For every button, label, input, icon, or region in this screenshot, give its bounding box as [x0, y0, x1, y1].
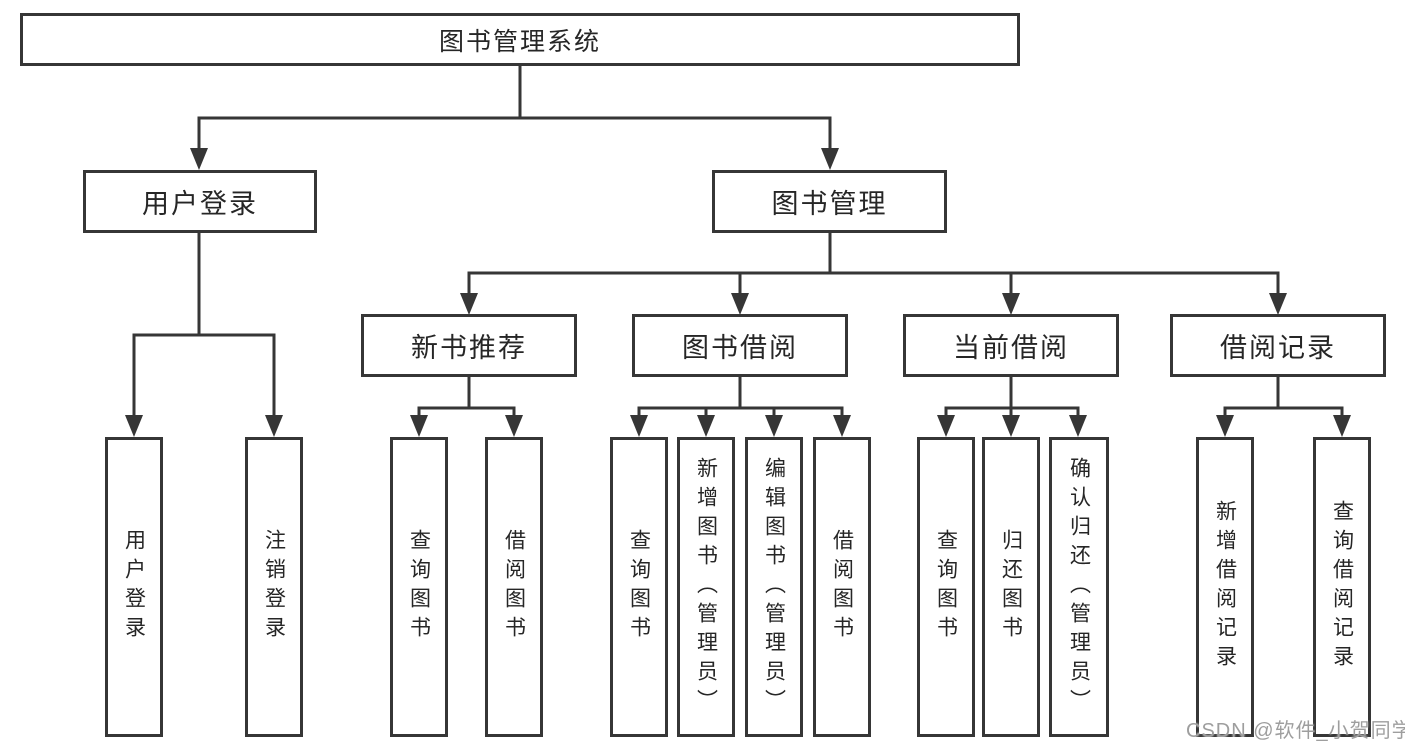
- node-label: 借阅记录: [1220, 333, 1336, 363]
- node-current-borrowing: 当前借阅: [903, 314, 1119, 377]
- leaf-label: 归还图书: [999, 529, 1023, 645]
- leaf-add-borrow-record: 新增借阅记录: [1196, 437, 1254, 737]
- node-book-management: 图书管理: [712, 170, 947, 233]
- leaf-label: 借阅图书: [502, 529, 526, 645]
- leaf-label: 确认归还（管理员）: [1067, 456, 1091, 718]
- leaf-query-books: 查询图书: [917, 437, 975, 737]
- leaf-edit-books-admin: 编辑图书（管理员）: [745, 437, 803, 737]
- leaf-label: 新增借阅记录: [1213, 500, 1237, 674]
- node-book-borrowing: 图书借阅: [632, 314, 848, 377]
- leaf-label: 新增图书（管理员）: [694, 456, 718, 718]
- leaf-label: 查询图书: [407, 529, 431, 645]
- leaf-user-login: 用户登录: [105, 437, 163, 737]
- leaf-confirm-return-admin: 确认归还（管理员）: [1049, 437, 1109, 737]
- node-library-management-system: 图书管理系统: [20, 13, 1020, 66]
- leaf-query-books: 查询图书: [390, 437, 448, 737]
- node-label: 新书推荐: [411, 333, 527, 363]
- leaf-label: 查询借阅记录: [1330, 500, 1354, 674]
- node-label: 图书借阅: [682, 333, 798, 363]
- csdn-watermark: CSDN @软件_小贺同学: [1186, 720, 1405, 742]
- leaf-logout: 注销登录: [245, 437, 303, 737]
- leaf-label: 查询图书: [934, 529, 958, 645]
- leaf-query-books: 查询图书: [610, 437, 668, 737]
- leaf-label: 编辑图书（管理员）: [762, 456, 786, 718]
- leaf-label: 查询图书: [627, 529, 651, 645]
- node-borrowing-records: 借阅记录: [1170, 314, 1386, 377]
- leaf-label: 注销登录: [262, 529, 286, 645]
- leaf-label: 用户登录: [122, 529, 146, 645]
- leaf-borrow-books: 借阅图书: [813, 437, 871, 737]
- leaf-label: 借阅图书: [830, 529, 854, 645]
- node-new-book-recommendation: 新书推荐: [361, 314, 577, 377]
- leaf-return-books: 归还图书: [982, 437, 1040, 737]
- node-label: 图书管理系统: [438, 27, 601, 56]
- node-user-login: 用户登录: [83, 170, 317, 233]
- node-label: 当前借阅: [953, 333, 1069, 363]
- node-label: 图书管理: [771, 189, 888, 219]
- node-label: 用户登录: [142, 189, 258, 219]
- leaf-borrow-books: 借阅图书: [485, 437, 543, 737]
- leaf-query-borrow-record: 查询借阅记录: [1313, 437, 1371, 737]
- leaf-add-books-admin: 新增图书（管理员）: [677, 437, 735, 737]
